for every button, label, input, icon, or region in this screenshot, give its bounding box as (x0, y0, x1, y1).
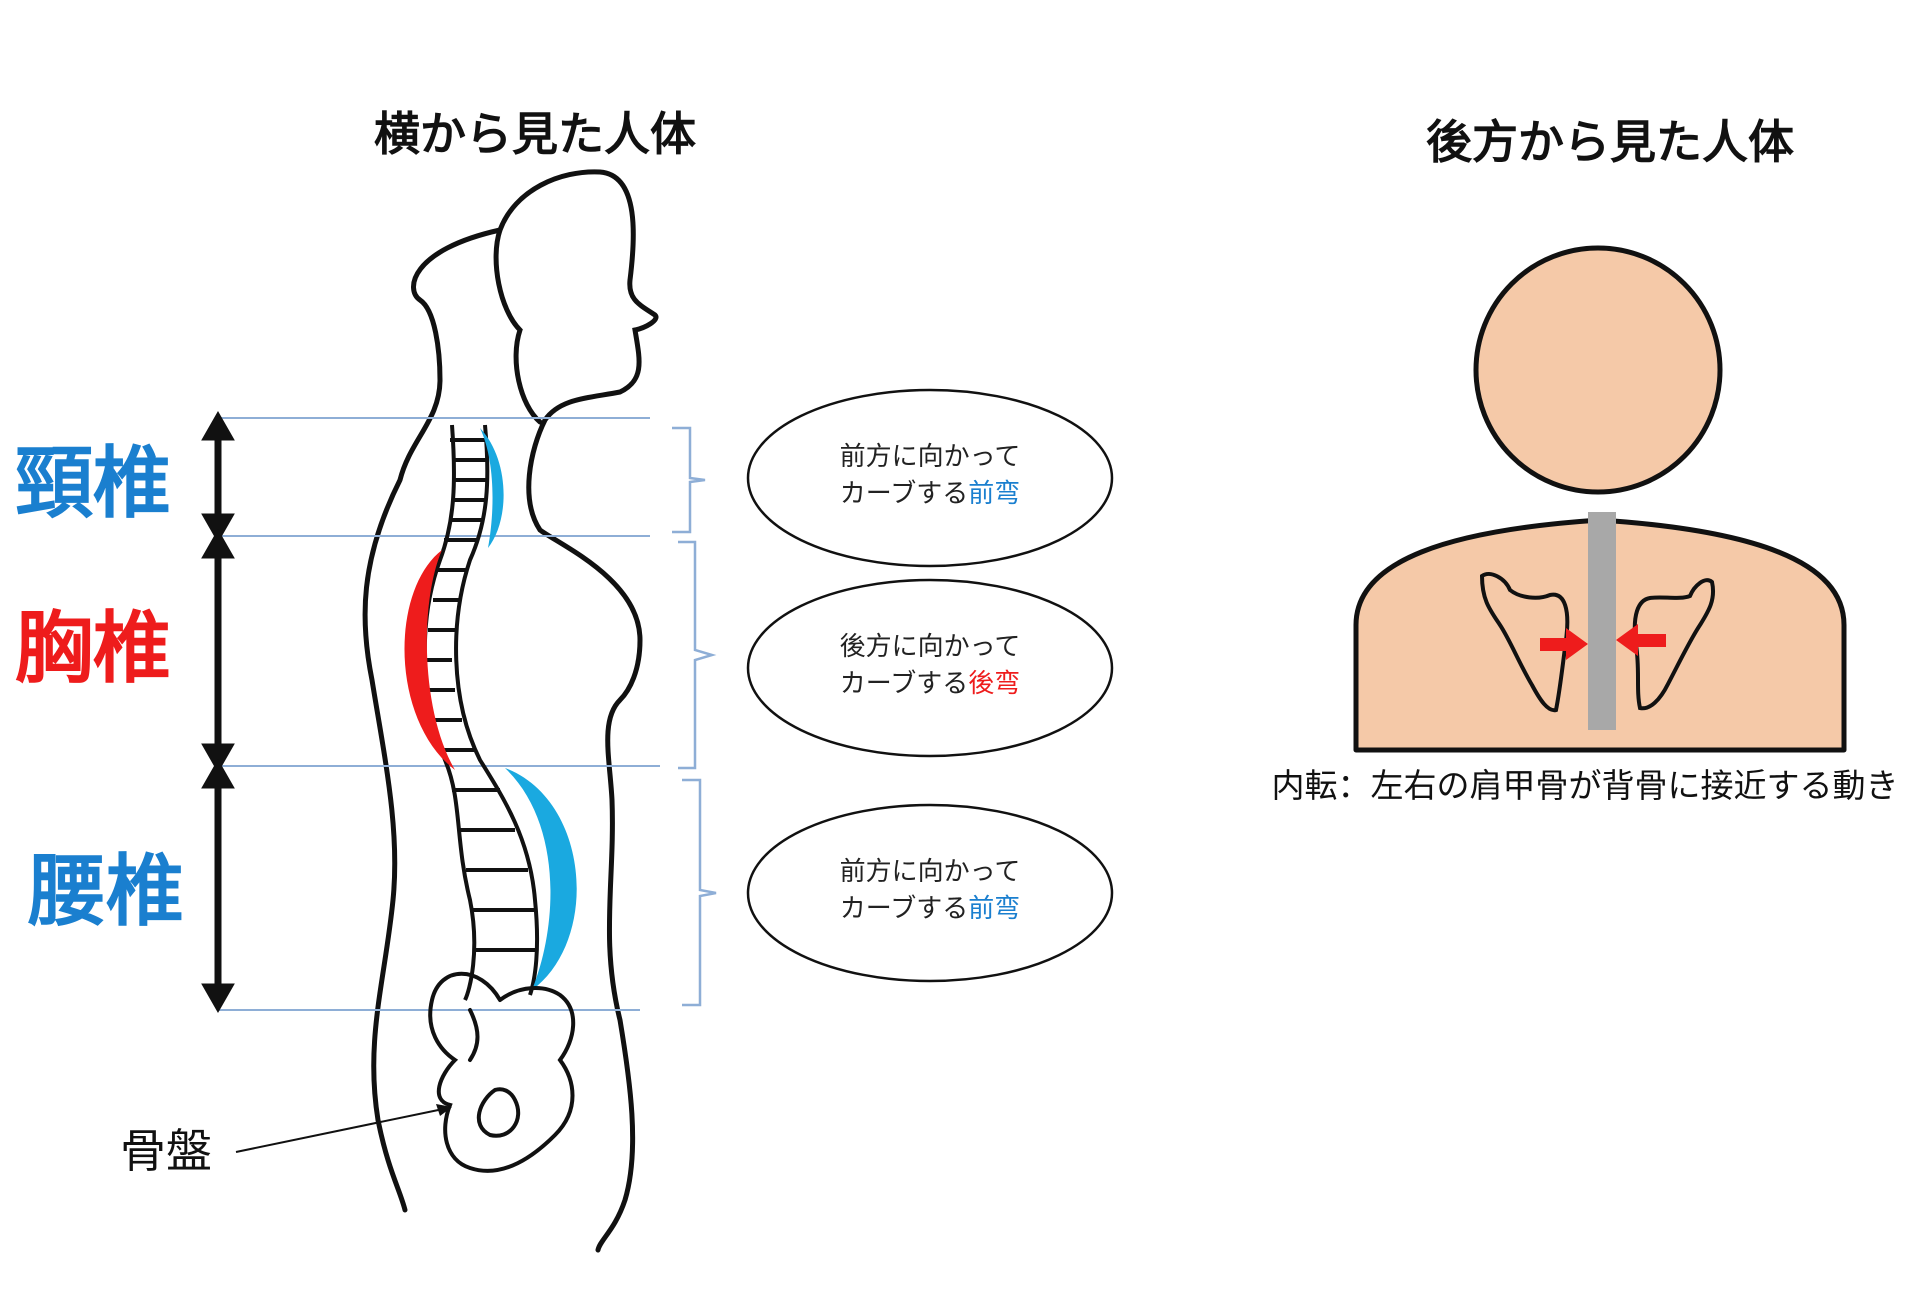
side-view-title: 横から見た人体 (374, 107, 696, 161)
thoracic-description-bubble: 後方に向かって カーブする後弯 (748, 580, 1112, 756)
back-view-title: 後方から見た人体 (1426, 115, 1794, 169)
cervical-description-bubble: 前方に向かって カーブする前弯 (748, 390, 1112, 566)
cervical-lordosis-curve (480, 428, 504, 548)
lumbar-curve-term: 前弯 (968, 894, 1020, 924)
thoracic-label: 胸椎 (15, 604, 171, 694)
lumbar-lordosis-curve (505, 768, 577, 990)
cervical-curve-term: 前弯 (968, 479, 1020, 509)
cervical-description-line1: 前方に向かって (840, 442, 1021, 472)
region-arrows (202, 412, 234, 1012)
cervical-label: 頸椎 (15, 439, 171, 529)
lumbar-description-line2: カーブする前弯 (840, 894, 1020, 924)
cervical-description-line2: カーブする前弯 (840, 479, 1020, 509)
vertebrae (425, 425, 537, 1000)
lumbar-description-bubble: 前方に向かって カーブする前弯 (748, 805, 1112, 981)
thoracic-curve-term: 後弯 (968, 669, 1020, 699)
adduction-caption: 内転：左右の肩甲骨が背骨に接近する動き (1272, 766, 1899, 805)
lumbar-description-line1: 前方に向かって (840, 857, 1021, 887)
pelvis-label: 骨盤 (120, 1124, 212, 1178)
thoracic-description-line1: 後方に向かって (840, 632, 1021, 662)
back-view-spine (1588, 512, 1616, 730)
pelvis-pointer-line (236, 1108, 448, 1152)
region-brackets (672, 428, 716, 1005)
body-silhouette (496, 172, 656, 1250)
lumbar-label: 腰椎 (27, 847, 184, 937)
back-view-head (1476, 248, 1720, 492)
region-guide-lines (218, 418, 660, 1010)
thoracic-description-line2: カーブする後弯 (840, 669, 1020, 699)
pelvis-sketch (430, 974, 573, 1171)
